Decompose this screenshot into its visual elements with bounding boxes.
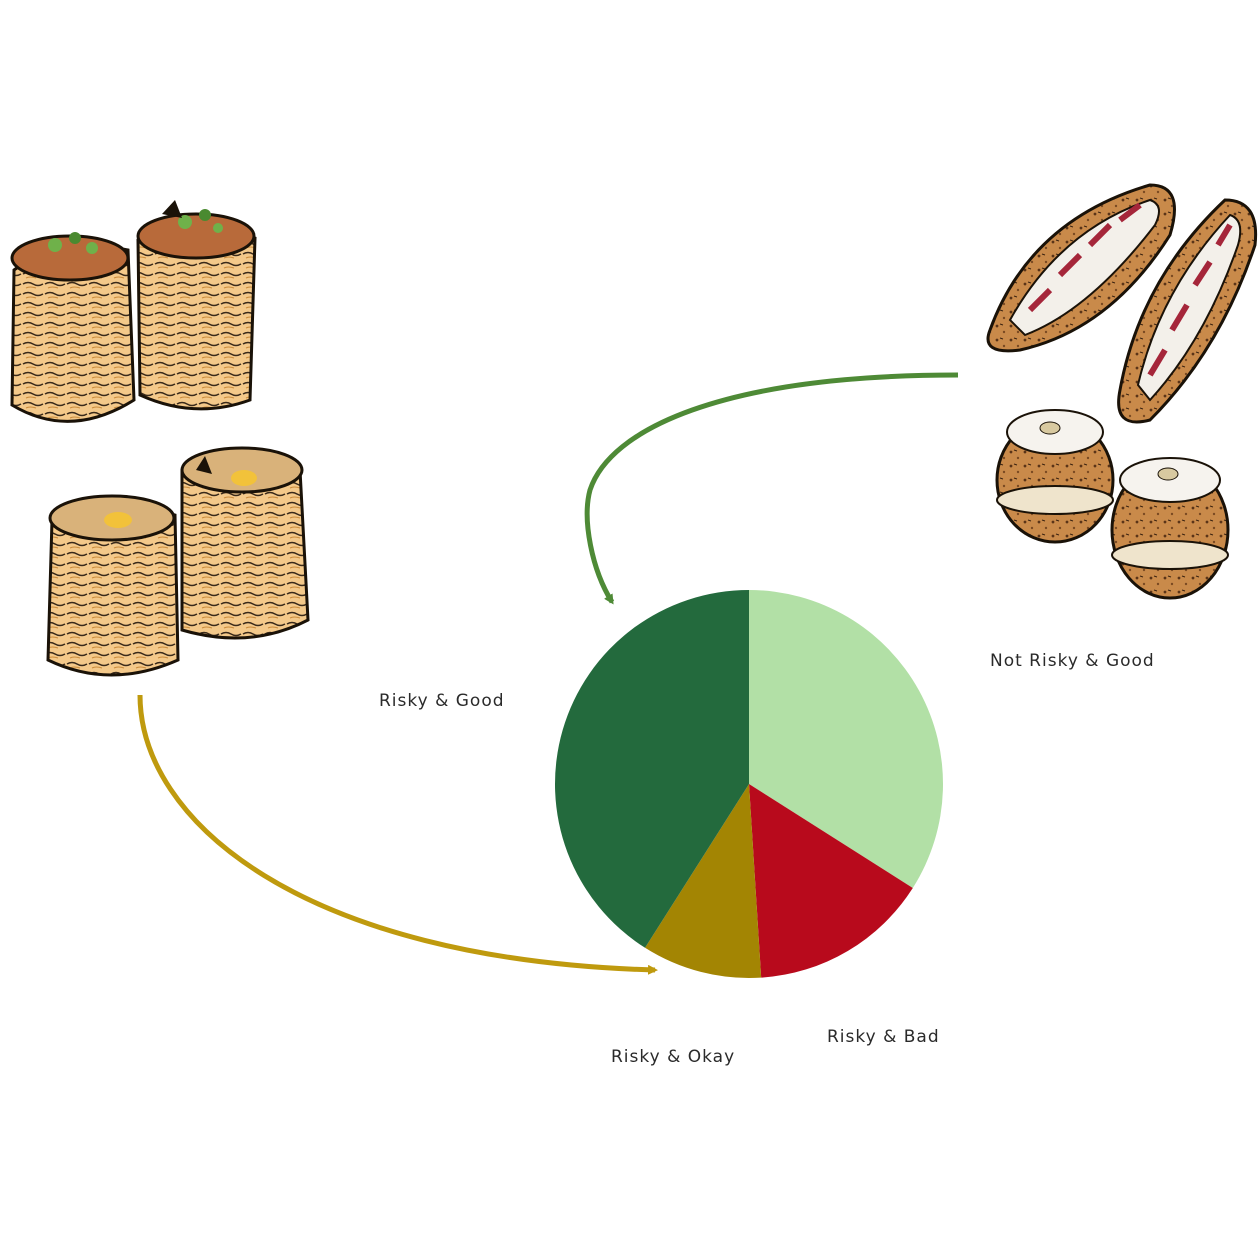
label-risky-good: Risky & Good <box>379 691 505 711</box>
pie-slice-not-risky-good <box>749 590 944 888</box>
arrow-risky-okay <box>137 694 658 975</box>
cream-puff-1 <box>995 409 1115 544</box>
pastry-2 <box>136 200 257 411</box>
pastry-1 <box>10 232 136 423</box>
eclair-2 <box>1117 198 1258 424</box>
eclair-1 <box>986 183 1176 353</box>
pie-slice-risky-bad <box>749 784 913 978</box>
label-not-risky-good: Not Risky & Good <box>990 651 1155 671</box>
pastry-4 <box>180 446 310 640</box>
pie-slice-risky-okay <box>645 784 762 979</box>
pie-slice-risky-good <box>554 590 749 948</box>
pastries-illustration <box>986 183 1258 600</box>
pastry-3 <box>46 494 180 677</box>
vol-au-vent-illustration <box>10 200 310 677</box>
arrow-not-risky-good <box>584 372 959 605</box>
cream-puff-2 <box>1110 457 1230 600</box>
pie-chart <box>554 590 944 979</box>
label-risky-okay: Risky & Okay <box>611 1047 735 1067</box>
slice-labels: Not Risky & Good Risky & Bad Risky & Oka… <box>379 651 1155 1067</box>
label-risky-bad: Risky & Bad <box>827 1027 940 1047</box>
